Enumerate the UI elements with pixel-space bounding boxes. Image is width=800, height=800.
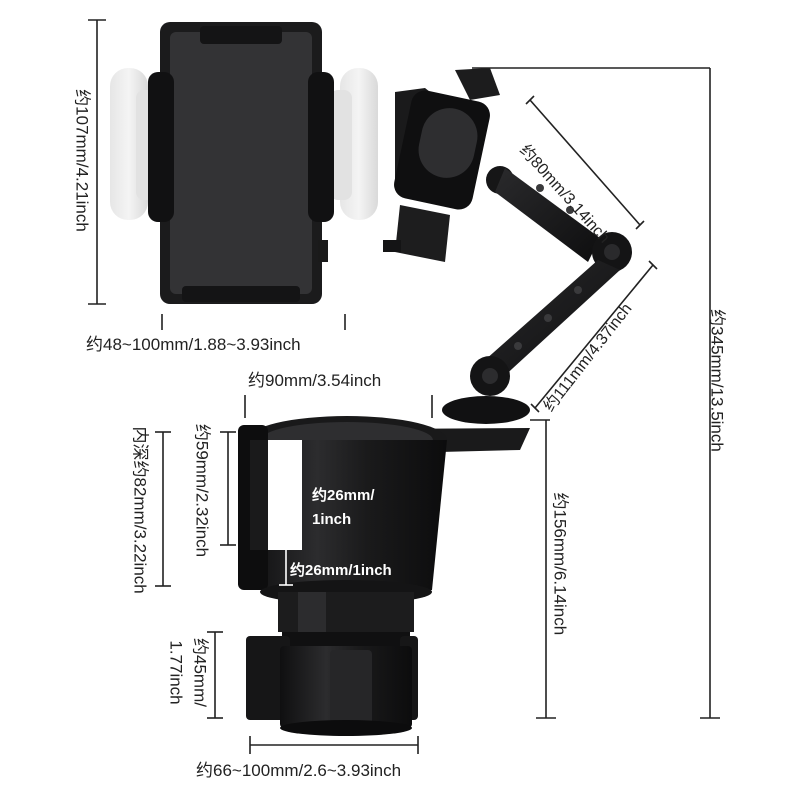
inner-depth-label: 内深约82mm/3.22inch <box>130 426 150 594</box>
bottom-width-label: 约66~100mm/2.6~3.93inch <box>196 761 402 780</box>
phone-holder-front <box>110 22 378 304</box>
cup-width-label: 约90mm/3.54inch <box>248 371 382 390</box>
total-height-label: 约345mm/13.5inch <box>707 309 727 452</box>
slot-width-label-line2: 1inch <box>312 511 352 528</box>
base-height-label: 约156mm/6.14inch <box>550 492 570 636</box>
cup-holder-body <box>238 416 530 650</box>
bottom-height-label-line1: 约45mm/ <box>190 638 210 707</box>
cup-height-label: 约59mm/2.32inch <box>192 423 212 558</box>
slot-depth-label: 约26mm/1inch <box>290 562 392 579</box>
dimension-lines <box>88 19 720 754</box>
expandable-base <box>246 636 418 736</box>
extension-arm <box>442 166 632 424</box>
phone-height-label: 约107mm/4.21inch <box>72 89 92 232</box>
phone-width-label: 约48~100mm/1.88~3.93inch <box>86 335 301 354</box>
slot-width-label-line1: 约26mm/ <box>312 487 375 504</box>
phone-cradle-angled <box>383 68 500 262</box>
slot-dimension-lines <box>269 503 301 586</box>
bottom-height-label-line2: 1.77inch <box>166 640 186 705</box>
